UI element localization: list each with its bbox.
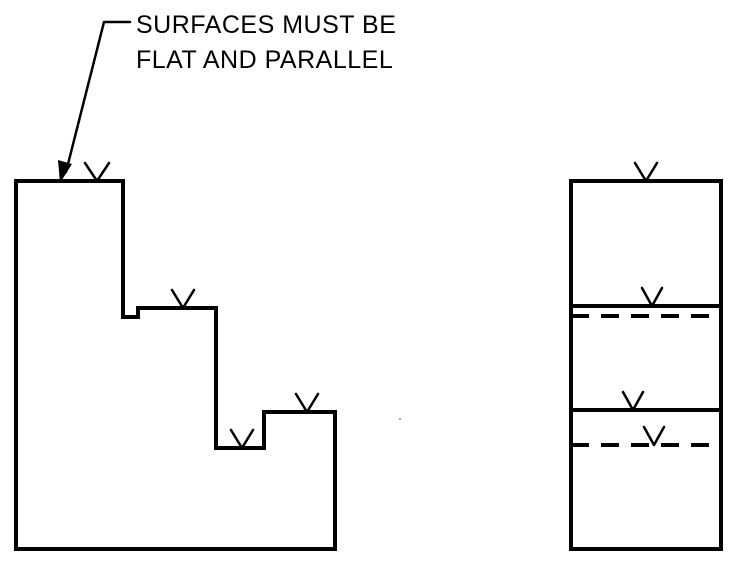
surface-finish-v-icon	[294, 392, 320, 414]
leader-arrow-icon	[58, 20, 132, 183]
note-line-2: FLAT AND PARALLEL	[136, 46, 393, 74]
side-view-outline	[569, 179, 723, 551]
front-view-outline	[14, 179, 337, 551]
surface-finish-v-icon	[621, 390, 645, 412]
surface-finish-v-icon	[83, 161, 111, 183]
surface-finish-v-icon	[229, 428, 255, 450]
surface-finish-v-icon	[640, 286, 664, 308]
surface-finish-v-icon	[170, 288, 196, 310]
note-line-1: SURFACES MUST BE	[136, 11, 396, 39]
surface-finish-v-icon	[633, 161, 659, 183]
speck	[399, 418, 401, 420]
front-view	[14, 161, 337, 551]
surface-finish-v-icon	[642, 425, 666, 447]
side-view	[569, 161, 723, 551]
callout-note: SURFACES MUST BE FLAT AND PARALLEL	[136, 11, 396, 74]
